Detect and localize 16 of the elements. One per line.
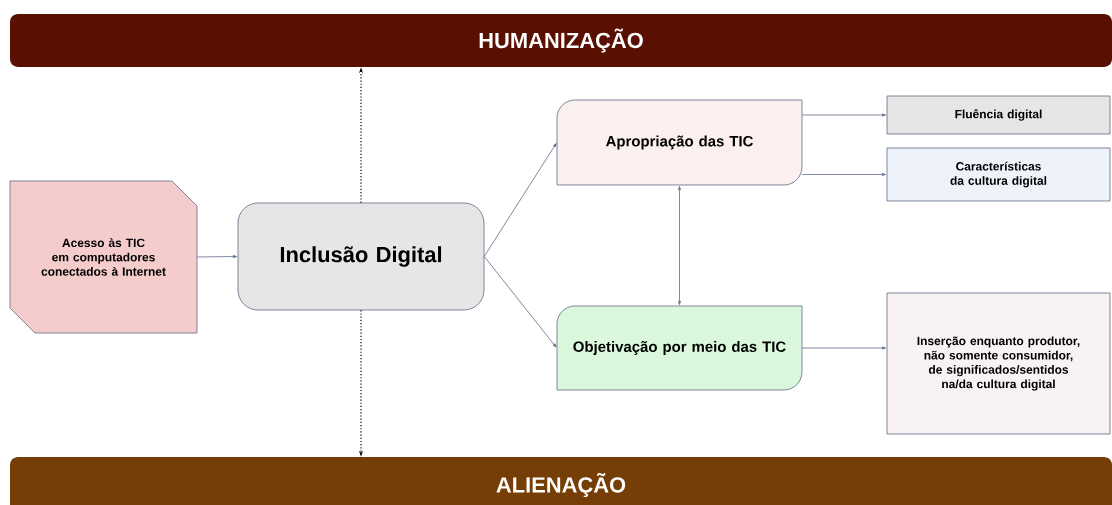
arrow [801,113,886,117]
process-box: Fluência digital [886,95,1111,135]
process-box: Características da cultura digital [886,147,1111,202]
process-box: Apropriação das TIC [556,99,803,186]
arrow [801,346,886,350]
process-box: Inclusão Digital [237,202,485,311]
arrow [483,143,557,257]
arrow [196,255,237,259]
heading-band: HUMANIZAÇÃO [10,14,1112,67]
arrow [483,256,557,348]
arrow [678,186,681,305]
process-box: Inserção enquanto produtor, não somente consumidor, de significados/sentidos na/da cultura digital [886,292,1111,435]
arrow [801,172,886,176]
note-box: Acesso às TIC em computadores conectados à Internet [9,180,198,334]
process-box: Objetivação por meio das TIC [556,305,803,391]
heading-band: ALIENAÇÃO [10,457,1112,505]
